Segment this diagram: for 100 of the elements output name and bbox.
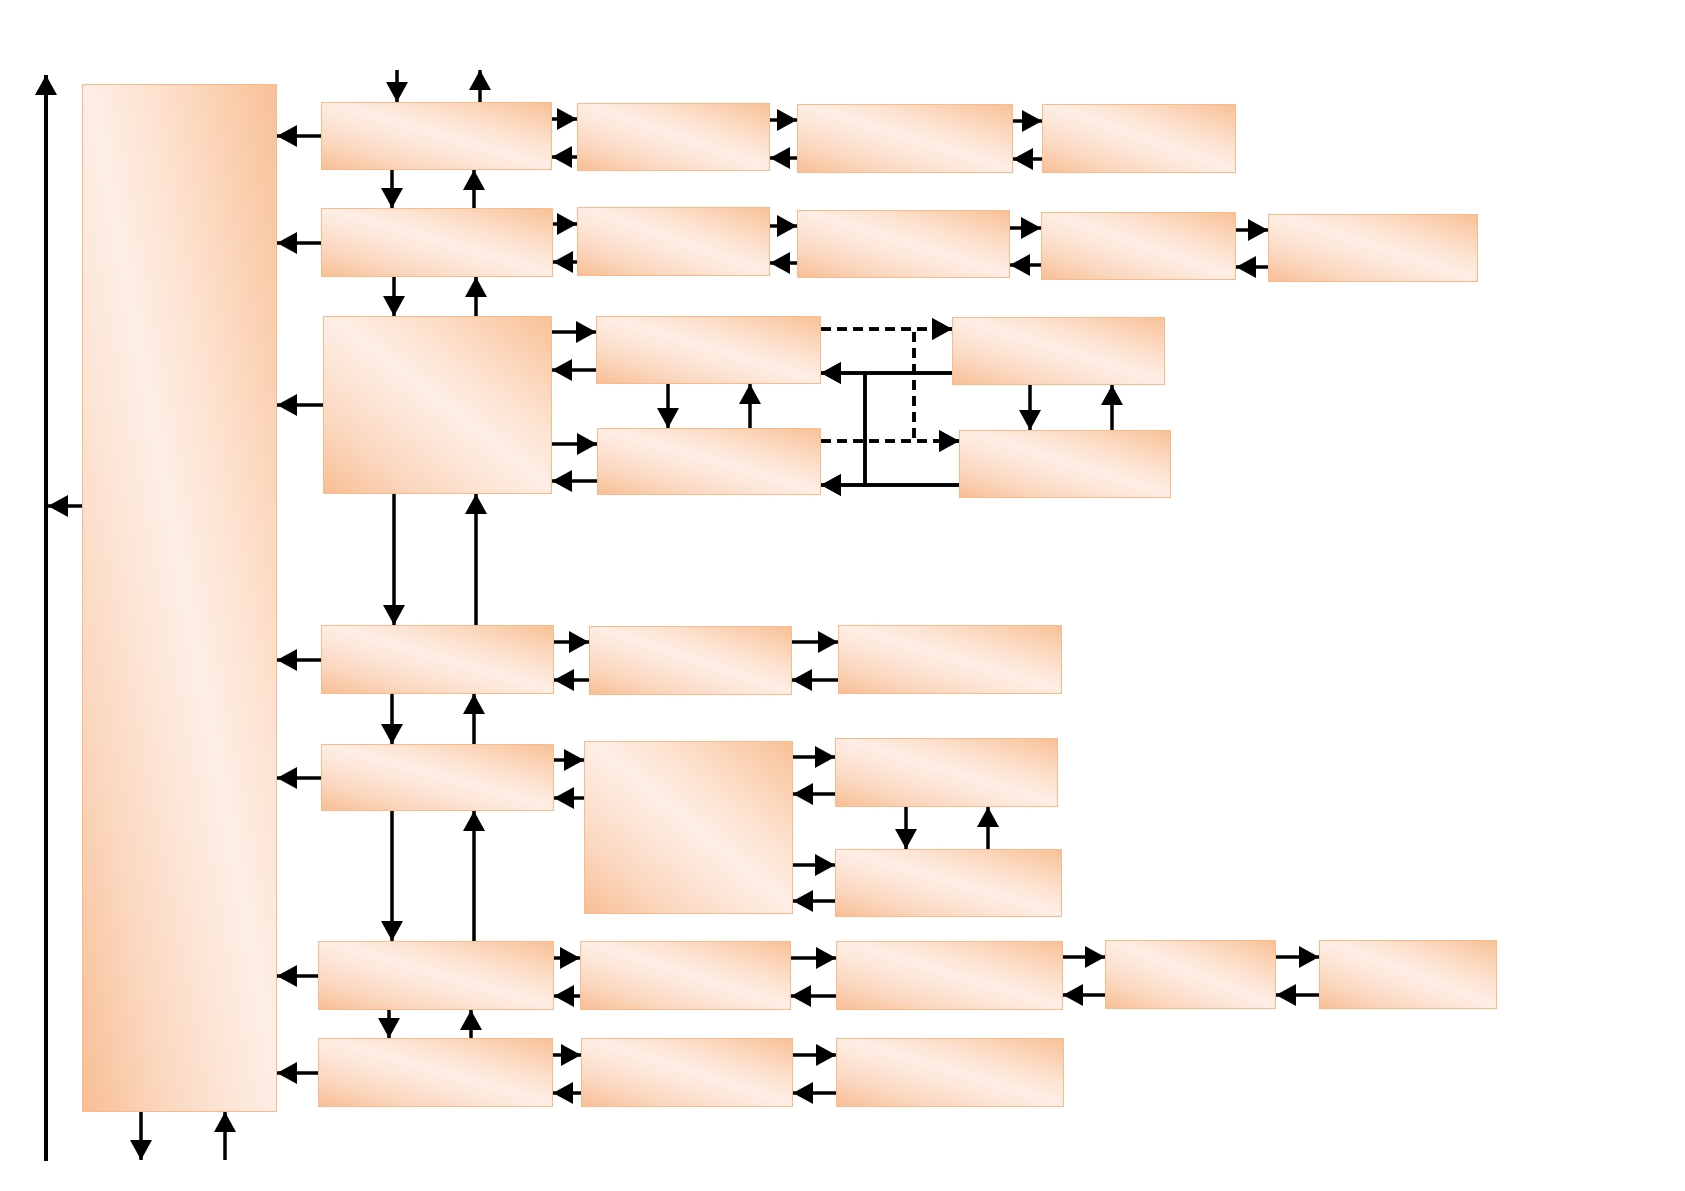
process-box xyxy=(1041,212,1236,280)
arrow xyxy=(895,807,917,849)
process-box xyxy=(797,104,1013,173)
arrow xyxy=(739,384,761,428)
process-box xyxy=(580,941,791,1010)
process-box xyxy=(321,102,552,170)
arrow xyxy=(1276,946,1319,968)
dashed-arrow xyxy=(821,430,959,452)
arrow xyxy=(1013,110,1042,132)
process-box xyxy=(584,741,793,914)
process-box xyxy=(1042,104,1236,173)
arrow xyxy=(1276,984,1319,1006)
arrow xyxy=(277,1062,318,1084)
arrow xyxy=(791,947,836,969)
arrow xyxy=(554,985,580,1007)
arrow xyxy=(130,1112,152,1160)
process-box xyxy=(581,1038,793,1107)
arrow xyxy=(770,252,797,274)
arrow xyxy=(793,1044,836,1066)
process-box xyxy=(323,316,552,494)
process-box xyxy=(836,1038,1064,1107)
arrow xyxy=(381,694,403,744)
process-box xyxy=(1105,940,1276,1009)
arrow xyxy=(657,384,679,428)
arrow xyxy=(552,321,596,343)
process-box xyxy=(1268,214,1478,282)
arrow xyxy=(792,669,838,691)
arrow xyxy=(277,394,323,416)
arrow xyxy=(1013,148,1042,170)
process-box xyxy=(577,207,770,276)
arrow xyxy=(1010,254,1041,276)
arrow xyxy=(977,807,999,849)
process-box xyxy=(589,626,792,695)
arrow xyxy=(277,965,318,987)
process-box xyxy=(321,208,553,277)
arrow xyxy=(378,1010,400,1038)
arrow xyxy=(770,147,797,169)
arrow xyxy=(463,694,485,744)
arrow xyxy=(770,215,797,237)
arrow xyxy=(48,495,82,517)
process-box xyxy=(318,941,554,1010)
arrow xyxy=(277,649,321,671)
arrow xyxy=(554,749,584,771)
arrow xyxy=(1019,385,1041,430)
process-box xyxy=(838,625,1062,694)
arrow xyxy=(381,811,403,941)
arrow xyxy=(793,783,835,805)
arrow xyxy=(554,947,580,969)
arrow xyxy=(1063,946,1105,968)
arrow xyxy=(1236,256,1268,278)
arrow xyxy=(277,232,321,254)
arrow xyxy=(793,854,835,876)
arrow xyxy=(1063,984,1105,1006)
arrow xyxy=(460,1010,482,1038)
arrow xyxy=(1010,217,1041,239)
arrow xyxy=(552,433,597,455)
arrow xyxy=(770,109,797,131)
process-box xyxy=(596,316,821,384)
arrow xyxy=(553,213,577,235)
arrow xyxy=(553,1044,581,1066)
process-box xyxy=(952,317,1165,385)
arrow xyxy=(383,494,405,625)
process-box xyxy=(835,849,1062,917)
arrow xyxy=(793,746,835,768)
arrow xyxy=(554,669,589,691)
arrow xyxy=(463,811,485,941)
arrow xyxy=(465,494,487,625)
arrow xyxy=(277,767,321,789)
arrow xyxy=(214,1112,236,1160)
process-box xyxy=(836,941,1063,1010)
arrow xyxy=(552,146,577,168)
process-box xyxy=(797,210,1010,278)
process-box xyxy=(959,430,1171,498)
arrow xyxy=(552,108,577,130)
arrow xyxy=(1236,219,1268,241)
arrow xyxy=(791,985,836,1007)
process-box xyxy=(82,84,277,1112)
arrow xyxy=(386,70,408,102)
process-box xyxy=(577,103,770,171)
arrow xyxy=(277,125,321,147)
process-box xyxy=(597,428,821,495)
arrow xyxy=(1101,385,1123,430)
process-box xyxy=(835,738,1058,807)
arrow xyxy=(465,277,487,316)
arrow xyxy=(792,631,838,653)
arrow xyxy=(554,787,584,809)
arrow xyxy=(793,890,835,912)
arrow xyxy=(821,474,959,496)
arrow xyxy=(469,70,491,102)
process-box xyxy=(1319,940,1497,1009)
process-box xyxy=(318,1038,553,1107)
arrow xyxy=(383,277,405,316)
arrow xyxy=(381,170,403,208)
arrow xyxy=(553,251,577,273)
arrow xyxy=(552,359,596,381)
arrow xyxy=(554,631,589,653)
arrow xyxy=(463,170,485,208)
arrow xyxy=(552,470,597,492)
process-box xyxy=(321,744,554,811)
arrow xyxy=(793,1082,836,1104)
